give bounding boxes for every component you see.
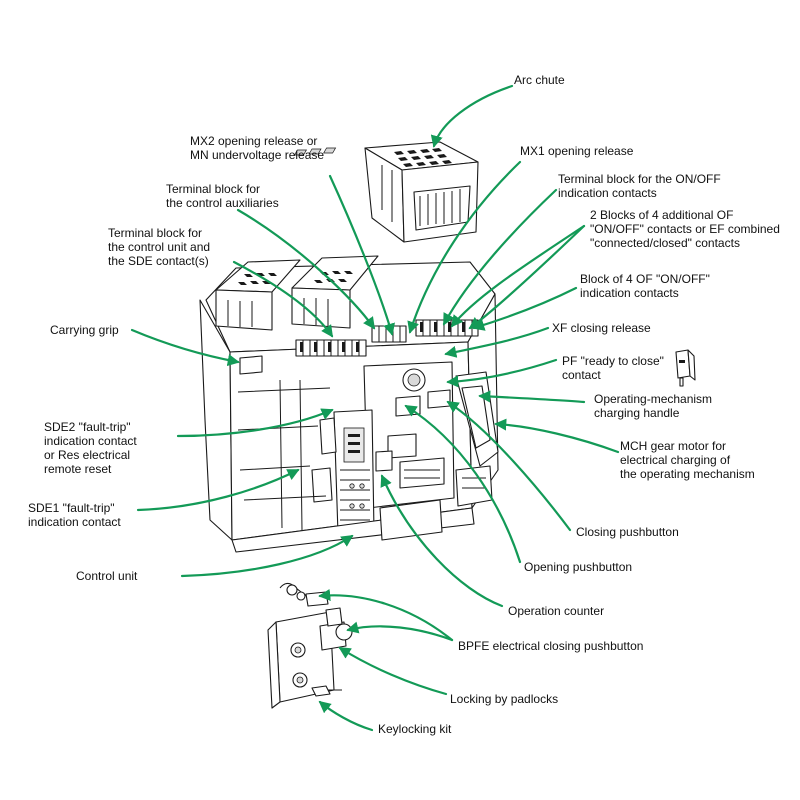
label-charging-handle: Operating-mechanism charging handle — [594, 392, 713, 420]
label-sde2-contact: SDE2 "fault-trip" indication contact or … — [44, 420, 137, 476]
label-pf-contact: PF "ready to close" contact — [562, 354, 664, 382]
label-operation-counter: Operation counter — [508, 604, 605, 618]
leader-mx2 — [328, 174, 395, 336]
leader-carrying-grip — [130, 328, 240, 367]
label-carrying-grip: Carrying grip — [50, 323, 119, 337]
label-terminal-onoff: Terminal block for the ON/OFF indication… — [558, 172, 721, 200]
leader-arc-chute — [430, 84, 514, 148]
label-opening-pushbutton: Opening pushbutton — [524, 560, 633, 574]
label-bpfe-pushbutton: BPFE electrical closing pushbutton — [458, 639, 644, 653]
leader-keylocking — [318, 700, 374, 732]
locking-accessory-drawing — [267, 582, 353, 709]
leader-pf-contact — [446, 358, 558, 388]
leader-lines — [130, 84, 620, 732]
circuit-breaker-drawing — [199, 255, 499, 553]
leader-bpfe-b — [318, 588, 454, 642]
leader-charging-handle — [478, 390, 586, 404]
leader-mx1 — [407, 160, 522, 334]
label-two-blocks-of: 2 Blocks of 4 additional OF "ON/OFF" con… — [590, 208, 780, 250]
label-terminal-control-unit: Terminal block for the control unit and … — [108, 226, 211, 268]
label-keylocking-kit: Keylocking kit — [378, 722, 452, 736]
pf-contact-drawing — [675, 349, 696, 387]
label-block-of-4: Block of 4 OF "ON/OFF" indication contac… — [580, 272, 710, 300]
label-control-unit: Control unit — [76, 569, 138, 583]
leader-sde2 — [176, 408, 334, 438]
label-arc-chute: Arc chute — [514, 73, 565, 87]
leader-terminal-control-unit — [232, 260, 334, 338]
label-closing-pushbutton: Closing pushbutton — [576, 525, 679, 539]
leader-bpfe-a — [346, 621, 454, 642]
arc-chute-drawing — [293, 141, 479, 243]
leader-block-of-4 — [472, 286, 578, 331]
label-mx2-release: MX2 opening release or MN undervoltage r… — [190, 134, 325, 162]
label-mch-motor: MCH gear motor for electrical charging o… — [620, 439, 755, 481]
label-xf-release: XF closing release — [552, 321, 651, 335]
leader-control-unit — [180, 534, 354, 578]
leader-mch-motor — [494, 418, 620, 454]
label-mx1-release: MX1 opening release — [520, 144, 634, 158]
label-padlocks: Locking by padlocks — [450, 692, 559, 706]
leader-padlocks — [338, 646, 448, 696]
leader-xf-release — [444, 326, 550, 358]
label-sde1-contact: SDE1 "fault-trip" indication contact — [28, 501, 121, 529]
leader-sde1 — [136, 468, 300, 512]
leader-terminal-aux — [236, 208, 376, 330]
leader-two-blocks-a — [450, 224, 586, 328]
leader-operation-counter — [380, 474, 504, 608]
leader-closing-pushbutton — [446, 400, 572, 532]
label-terminal-aux: Terminal block for the control auxiliari… — [166, 182, 279, 210]
leader-terminal-onoff — [442, 188, 558, 326]
leader-opening-pushbutton — [404, 404, 522, 564]
